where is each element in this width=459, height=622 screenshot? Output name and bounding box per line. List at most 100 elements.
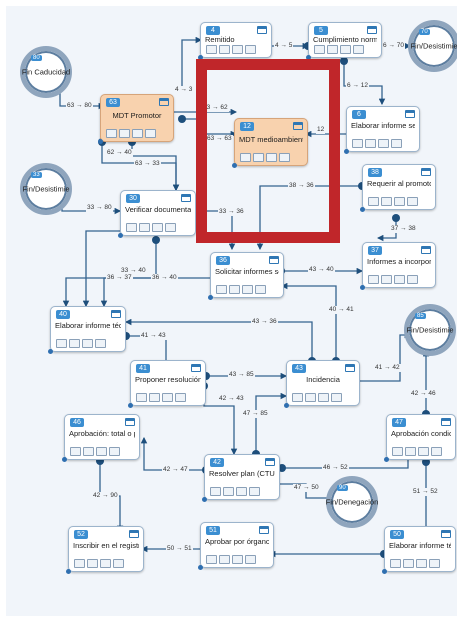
task-node[interactable]: 50 Elaborar informe técni xyxy=(382,526,456,574)
document-icon[interactable] xyxy=(83,447,94,456)
task-node[interactable]: 42 Resolver plan (CTU) xyxy=(202,454,280,502)
edit-icon[interactable] xyxy=(236,487,247,496)
settings-icon[interactable] xyxy=(255,285,266,294)
settings-icon[interactable] xyxy=(279,153,290,162)
edit-icon[interactable] xyxy=(100,559,111,568)
settings-icon[interactable] xyxy=(407,275,418,284)
task-node[interactable]: 46 Aprobación: total o par xyxy=(62,414,140,462)
user-icon[interactable] xyxy=(56,339,67,348)
connector-handle[interactable] xyxy=(360,207,365,212)
user-icon[interactable] xyxy=(240,153,251,162)
document-icon[interactable] xyxy=(365,139,376,148)
connector-handle[interactable] xyxy=(202,497,207,502)
document-icon[interactable] xyxy=(219,45,230,54)
settings-icon[interactable] xyxy=(175,393,186,402)
edit-icon[interactable] xyxy=(378,139,389,148)
connector-handle[interactable] xyxy=(198,55,203,60)
edit-icon[interactable] xyxy=(416,559,427,568)
edit-icon[interactable] xyxy=(266,153,277,162)
document-icon[interactable] xyxy=(253,153,264,162)
workflow-canvas[interactable]: 4 → 3 4 → 5 6 → 70 6 → 12 63 → 80 63 → 6… xyxy=(6,6,457,616)
settings-icon[interactable] xyxy=(249,487,260,496)
settings-icon[interactable] xyxy=(165,223,176,232)
connector-handle[interactable] xyxy=(306,55,311,60)
task-node[interactable]: 37 Informes a incorporar a xyxy=(360,242,436,290)
connector-handle[interactable] xyxy=(382,569,387,574)
task-node[interactable]: 38 Requerir al promotor xyxy=(360,164,436,212)
user-icon[interactable] xyxy=(314,45,325,54)
user-icon[interactable] xyxy=(70,447,81,456)
end-node[interactable]: 80 Fin Caducidad xyxy=(20,46,72,98)
document-icon[interactable] xyxy=(381,197,392,206)
edit-icon[interactable] xyxy=(242,285,253,294)
task-node[interactable]: 51 Aprobar por órgano de xyxy=(198,522,274,570)
edit-icon[interactable] xyxy=(152,223,163,232)
task-node[interactable]: 12 MDT medioambiente xyxy=(232,118,308,168)
connector-handle[interactable] xyxy=(344,149,349,154)
connector-handle[interactable] xyxy=(118,233,123,238)
edit-icon[interactable] xyxy=(232,555,243,564)
document-icon[interactable] xyxy=(69,339,80,348)
user-icon[interactable] xyxy=(352,139,363,148)
user-icon[interactable] xyxy=(392,447,403,456)
task-node[interactable]: 36 Solicitar informes secto xyxy=(208,252,284,300)
connector-handle[interactable] xyxy=(232,163,237,168)
edit-icon[interactable] xyxy=(340,45,351,54)
connector-handle[interactable] xyxy=(198,565,203,570)
settings-icon[interactable] xyxy=(407,197,418,206)
edit-icon[interactable] xyxy=(418,447,429,456)
document-icon[interactable] xyxy=(405,447,416,456)
settings-icon[interactable] xyxy=(431,447,442,456)
edit-icon[interactable] xyxy=(318,393,329,402)
edit-icon[interactable] xyxy=(96,447,107,456)
document-icon[interactable] xyxy=(149,393,160,402)
task-node[interactable]: 6 Elaborar informe secto xyxy=(344,106,420,154)
settings-icon[interactable] xyxy=(113,559,124,568)
user-icon[interactable] xyxy=(206,555,217,564)
user-icon[interactable] xyxy=(136,393,147,402)
user-icon[interactable] xyxy=(106,129,117,138)
connector-handle[interactable] xyxy=(48,349,53,354)
connector-handle[interactable] xyxy=(128,403,133,408)
task-node[interactable]: 5 Cumplimiento normativ xyxy=(306,22,382,60)
settings-icon[interactable] xyxy=(391,139,402,148)
user-icon[interactable] xyxy=(74,559,85,568)
document-icon[interactable] xyxy=(87,559,98,568)
task-node[interactable]: 47 Aprobación condiciona xyxy=(384,414,456,462)
connector-handle[interactable] xyxy=(98,139,103,144)
document-icon[interactable] xyxy=(403,559,414,568)
end-node[interactable]: 33 Fin/Desistimie xyxy=(20,163,72,215)
task-node[interactable]: 30 Verificar documentació xyxy=(118,190,196,238)
edit-icon[interactable] xyxy=(394,197,405,206)
connector-handle[interactable] xyxy=(62,457,67,462)
task-node[interactable]: 4 Remitido xyxy=(198,22,272,60)
end-node[interactable]: 70 Fin/Desistimie xyxy=(408,20,457,72)
document-icon[interactable] xyxy=(139,223,150,232)
connector-handle[interactable] xyxy=(384,457,389,462)
user-icon[interactable] xyxy=(126,223,137,232)
settings-icon[interactable] xyxy=(245,555,256,564)
user-icon[interactable] xyxy=(292,393,303,402)
settings-icon[interactable] xyxy=(331,393,342,402)
user-icon[interactable] xyxy=(368,275,379,284)
end-node[interactable]: 85 Fin/Desistimie xyxy=(404,304,456,356)
edit-icon[interactable] xyxy=(82,339,93,348)
document-icon[interactable] xyxy=(219,555,230,564)
task-node[interactable]: 43 Incidencia xyxy=(284,360,360,408)
settings-icon[interactable] xyxy=(245,45,256,54)
user-icon[interactable] xyxy=(210,487,221,496)
connector-handle[interactable] xyxy=(284,403,289,408)
end-node[interactable]: 90 Fin/Denegación xyxy=(326,476,378,528)
user-icon[interactable] xyxy=(216,285,227,294)
settings-icon[interactable] xyxy=(429,559,440,568)
connector-handle[interactable] xyxy=(360,285,365,290)
task-node[interactable]: 41 Proponer resolución (D xyxy=(128,360,206,408)
edit-icon[interactable] xyxy=(132,129,143,138)
task-node[interactable]: 63 MDT Promotor xyxy=(98,94,174,144)
user-icon[interactable] xyxy=(206,45,217,54)
document-icon[interactable] xyxy=(229,285,240,294)
document-icon[interactable] xyxy=(119,129,130,138)
task-node[interactable]: 40 Elaborar informe técnic xyxy=(48,306,126,354)
connector-handle[interactable] xyxy=(66,569,71,574)
document-icon[interactable] xyxy=(381,275,392,284)
